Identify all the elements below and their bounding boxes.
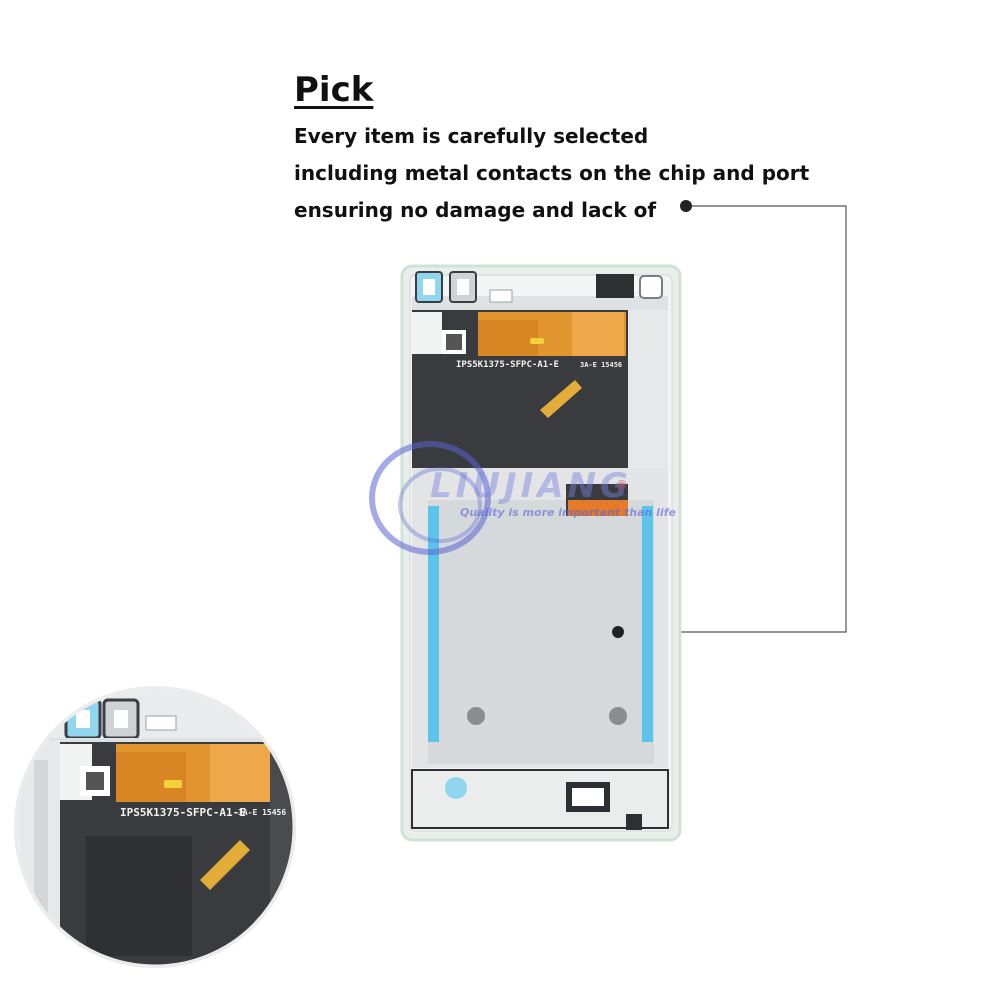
- flex-cable-stamp: 3A-E 15456: [580, 361, 623, 369]
- watermark-logo: [369, 441, 491, 555]
- description-line-1: Every item is carefully selected: [294, 124, 649, 148]
- leader-dot-top: [680, 200, 692, 212]
- blue-tape-left: [428, 506, 439, 742]
- description-line-3: ensuring no damage and lack of: [294, 198, 657, 222]
- flex-cable-label: IPS5K1375-SFPC-A1-E: [456, 360, 559, 370]
- watermark-registered-mark: ®: [616, 478, 628, 492]
- lcd-assembly: [400, 264, 682, 842]
- blue-tape-right: [642, 506, 653, 742]
- description: Every item is carefully selected includi…: [294, 118, 809, 229]
- description-line-2: including metal contacts on the chip and…: [294, 161, 810, 185]
- zoom-flex-cable-label: IPS5K1375-SFPC-A1-E: [120, 806, 246, 819]
- watermark-brand: LIUJIANG: [430, 466, 632, 506]
- leader-dot-panel: [612, 626, 624, 638]
- watermark-tagline: Quality is more important than life: [460, 506, 676, 519]
- zoom-magnifier: [14, 686, 296, 968]
- leader-line: [618, 205, 847, 633]
- heading-pick: Pick: [294, 70, 374, 110]
- zoom-flex-cable-stamp: 3A-E 15456: [238, 808, 287, 817]
